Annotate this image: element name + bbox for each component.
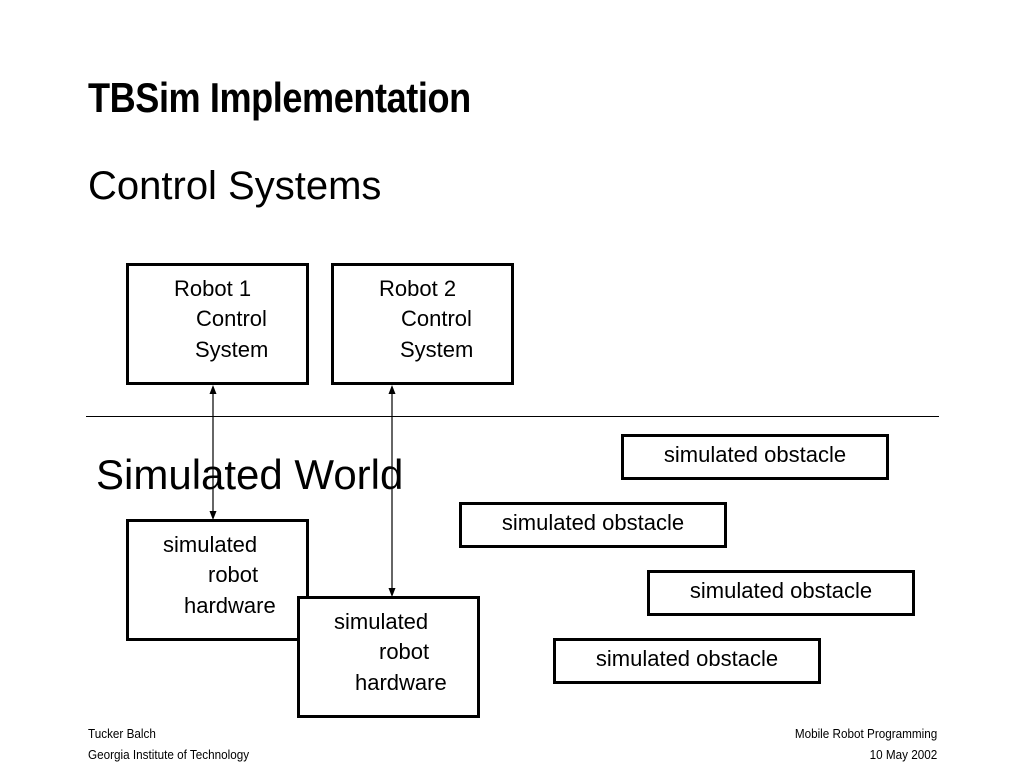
robot-1-hardware-line-3: hardware	[184, 593, 276, 618]
robot-1-control-box: Robot 1 Control System	[126, 263, 309, 385]
robot-1-hardware-line-1: simulated	[163, 532, 258, 557]
robot-2-hardware-line-3: hardware	[355, 670, 447, 695]
robot-2-hardware-line-1: simulated	[334, 609, 429, 634]
robot-2-control-box: Robot 2 Control System	[331, 263, 514, 385]
slide-title: TBSim Implementation	[88, 74, 471, 121]
robot-1-hardware-box: simulated robot hardware	[126, 519, 309, 641]
robot-1-control-line-2: Control	[196, 306, 267, 331]
robot-1-hardware-line-2: robot	[208, 562, 259, 587]
footer-left: Tucker Balch Georgia Institute of Techno…	[88, 723, 249, 765]
robot-2-link-arrow	[388, 385, 396, 597]
simulated-obstacle-1: simulated obstacle	[621, 434, 889, 480]
simulated-obstacle-2: simulated obstacle	[459, 502, 727, 548]
footer-institution: Georgia Institute of Technology	[88, 747, 250, 762]
footer-date: 10 May 2002	[869, 747, 937, 762]
robot-1-link-arrow	[209, 385, 217, 520]
footer-right: Mobile Robot Programming 10 May 2002	[795, 723, 937, 765]
robot-2-control-line-3: System	[400, 337, 474, 362]
robot-2-hardware-box: simulated robot hardware	[297, 596, 480, 718]
footer-author: Tucker Balch	[88, 726, 156, 741]
footer-course: Mobile Robot Programming	[794, 726, 937, 741]
robot-2-control-line-2: Control	[401, 306, 472, 331]
robot-2-control-line-1: Robot 2	[379, 276, 457, 301]
robot-1-control-line-3: System	[195, 337, 269, 362]
robot-1-control-line-1: Robot 1	[174, 276, 252, 301]
slide-subtitle: Control Systems	[88, 164, 382, 208]
simulated-world-label: Simulated World	[96, 451, 404, 498]
simulated-obstacle-4: simulated obstacle	[553, 638, 821, 684]
robot-2-hardware-line-2: robot	[379, 639, 430, 664]
world-divider-line	[86, 416, 939, 417]
simulated-obstacle-3: simulated obstacle	[647, 570, 915, 616]
